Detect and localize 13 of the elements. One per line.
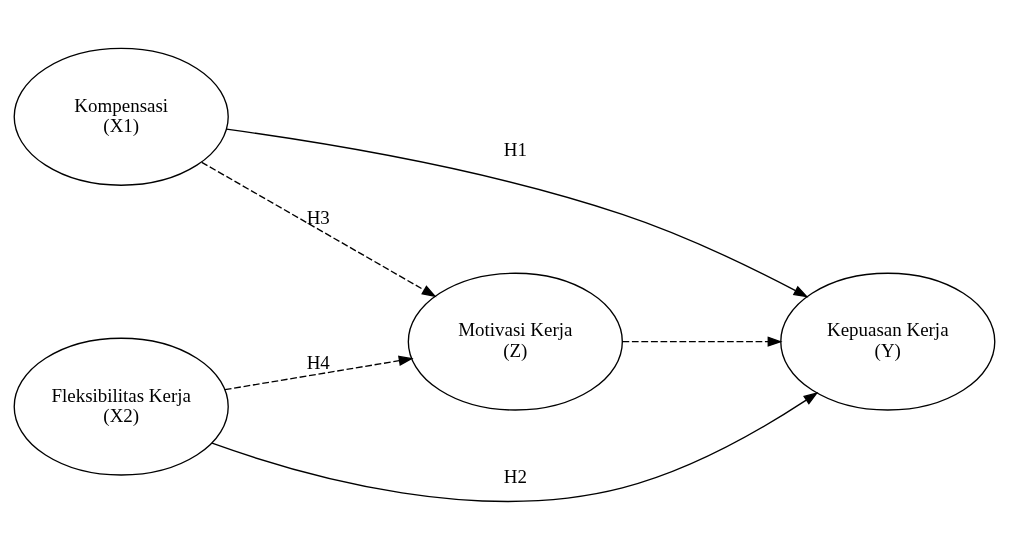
edge-label: H1 xyxy=(503,139,527,161)
edge-label: H2 xyxy=(503,465,527,487)
node-ellipse: Motivasi Kerja (Z) xyxy=(407,272,623,411)
arrow xyxy=(201,161,437,298)
arrow xyxy=(225,128,809,298)
edge-label: H3 xyxy=(306,207,330,229)
edge-label: H4 xyxy=(306,351,330,373)
arrow xyxy=(224,355,414,391)
node-ellipse: Kompensasi (X1) xyxy=(13,47,229,186)
arrow xyxy=(621,336,783,347)
node-ellipse: Kepuasan Kerja (Y) xyxy=(780,272,996,411)
node-ellipse: Fleksibilitas Kerja (X2) xyxy=(13,337,229,476)
arrow xyxy=(211,392,819,503)
